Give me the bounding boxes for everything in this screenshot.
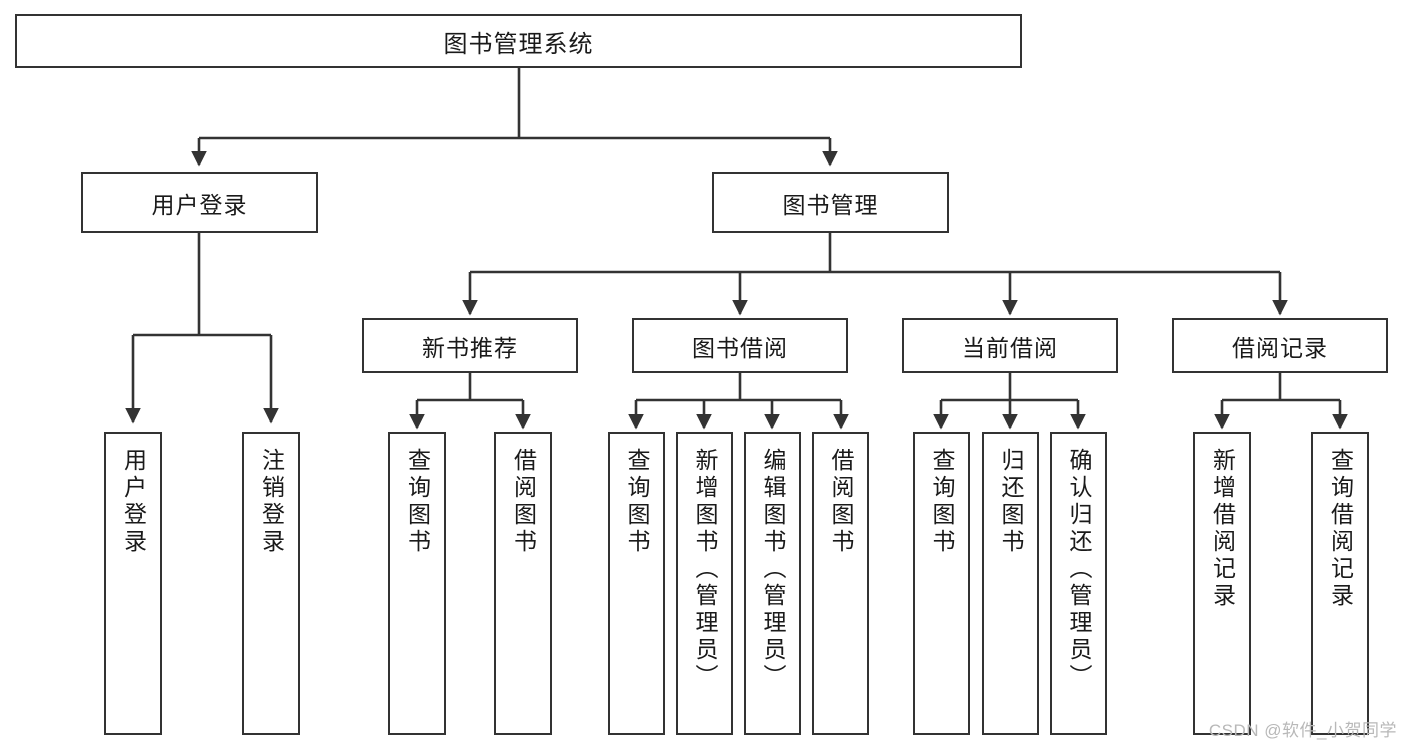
node-leaf-user-login[interactable]: 用户登录 <box>104 432 162 735</box>
node-user-login[interactable]: 用户登录 <box>81 172 318 233</box>
node-borrow-record-label: 借阅记录 <box>1232 334 1328 361</box>
node-new-book-recommend-label: 新书推荐 <box>422 334 518 361</box>
node-leaf-add-book-label: 新增图书（管理员） <box>692 448 718 691</box>
node-current-borrow[interactable]: 当前借阅 <box>902 318 1118 373</box>
node-leaf-user-logout[interactable]: 注销登录 <box>242 432 300 735</box>
node-current-borrow-label: 当前借阅 <box>962 334 1058 361</box>
node-user-login-label: 用户登录 <box>151 191 248 218</box>
node-leaf-query-book-2-label: 查询图书 <box>624 448 650 556</box>
node-leaf-user-login-label: 用户登录 <box>120 448 147 556</box>
node-leaf-borrow-book-2[interactable]: 借阅图书 <box>812 432 869 735</box>
node-book-management-label: 图书管理 <box>782 191 879 218</box>
node-leaf-edit-book[interactable]: 编辑图书（管理员） <box>744 432 801 735</box>
node-book-borrow[interactable]: 图书借阅 <box>632 318 848 373</box>
node-leaf-query-book-3-label: 查询图书 <box>929 448 955 556</box>
node-book-management[interactable]: 图书管理 <box>712 172 949 233</box>
node-leaf-edit-book-label: 编辑图书（管理员） <box>760 448 786 691</box>
node-leaf-query-record-label: 查询借阅记录 <box>1327 448 1354 610</box>
node-root-label: 图书管理系统 <box>443 30 594 58</box>
node-leaf-query-book-1-label: 查询图书 <box>404 448 431 556</box>
node-leaf-borrow-book-1-label: 借阅图书 <box>510 448 537 556</box>
node-leaf-user-logout-label: 注销登录 <box>258 448 285 556</box>
node-leaf-borrow-book-1[interactable]: 借阅图书 <box>494 432 552 735</box>
node-leaf-return-book[interactable]: 归还图书 <box>982 432 1039 735</box>
watermark-text: CSDN @软件_小贺同学 <box>1208 721 1397 740</box>
node-leaf-add-record[interactable]: 新增借阅记录 <box>1193 432 1251 735</box>
node-leaf-borrow-book-2-label: 借阅图书 <box>828 448 854 556</box>
node-leaf-add-book[interactable]: 新增图书（管理员） <box>676 432 733 735</box>
node-book-borrow-label: 图书借阅 <box>692 334 788 361</box>
node-leaf-query-book-2[interactable]: 查询图书 <box>608 432 665 735</box>
node-leaf-query-book-1[interactable]: 查询图书 <box>388 432 446 735</box>
node-new-book-recommend[interactable]: 新书推荐 <box>362 318 578 373</box>
node-leaf-query-record[interactable]: 查询借阅记录 <box>1311 432 1369 735</box>
node-leaf-confirm-return-label: 确认归还（管理员） <box>1066 448 1092 691</box>
node-leaf-query-book-3[interactable]: 查询图书 <box>913 432 970 735</box>
node-leaf-add-record-label: 新增借阅记录 <box>1209 448 1236 610</box>
node-leaf-confirm-return[interactable]: 确认归还（管理员） <box>1050 432 1107 735</box>
node-borrow-record[interactable]: 借阅记录 <box>1172 318 1388 373</box>
node-leaf-return-book-label: 归还图书 <box>998 448 1024 556</box>
node-root-system[interactable]: 图书管理系统 <box>15 14 1022 68</box>
